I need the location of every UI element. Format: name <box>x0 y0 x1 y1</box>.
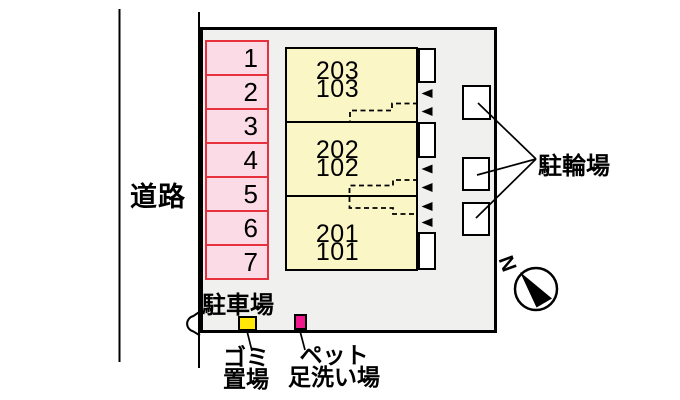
bicycle-parking-box-2 <box>462 157 490 191</box>
pet-footwash-marker <box>294 314 307 330</box>
bicycle-parking-label: 駐輪場 <box>538 153 610 180</box>
parking-space-6: 6 <box>205 210 269 246</box>
parking-space-5: 5 <box>205 176 269 212</box>
parking-space-7: 7 <box>205 244 269 280</box>
parking-spaces: 1 2 3 4 5 6 7 <box>205 40 269 280</box>
bicycle-parking-box-3 <box>462 202 490 236</box>
room-number-lower: 103 <box>315 75 360 103</box>
parking-space-number: 5 <box>243 178 258 209</box>
garbage-area-label: ゴミ 置場 <box>204 344 288 392</box>
parking-space-3: 3 <box>205 108 269 144</box>
boundary-bump <box>186 310 201 337</box>
parking-space-number: 2 <box>243 76 258 107</box>
room-number-lower: 102 <box>315 154 360 182</box>
parking-space-1: 1 <box>205 40 269 76</box>
building-unit-3: 201 101 <box>287 195 416 269</box>
parking-space-number: 6 <box>243 212 258 243</box>
parking-lot-label: 駐車場 <box>202 292 274 319</box>
entrance-porch-3 <box>418 232 436 270</box>
pet-label-line1: ペット <box>299 342 369 368</box>
pet-label-line2: 足洗い場 <box>288 363 380 390</box>
unit-room-numbers: 202 102 <box>315 135 360 182</box>
compass-icon <box>513 266 559 312</box>
unit-room-numbers: 203 103 <box>315 56 360 103</box>
parking-space-number: 3 <box>243 110 258 141</box>
compass-circle <box>513 266 559 312</box>
garbage-label-line1: ゴミ <box>223 344 269 370</box>
parking-space-number: 1 <box>243 42 258 73</box>
road-label: 道路 <box>130 182 186 212</box>
apartment-building: 203 103 202 102 201 101 <box>285 47 418 271</box>
parking-space-number: 4 <box>243 144 258 175</box>
room-number-upper: 202 <box>315 135 360 164</box>
pet-footwash-label: ペット 足洗い場 <box>272 342 396 390</box>
parking-space-4: 4 <box>205 142 269 178</box>
entrance-porch-1 <box>418 48 436 83</box>
room-number-lower: 101 <box>315 238 360 266</box>
compass-needle <box>520 272 552 308</box>
entrance-porch-2 <box>418 122 436 158</box>
bicycle-parking-box-1 <box>462 85 491 120</box>
parking-space-2: 2 <box>205 74 269 110</box>
parking-space-number: 7 <box>243 246 258 277</box>
garbage-label-line2: 置場 <box>223 365 269 392</box>
unit-room-numbers: 201 101 <box>315 219 360 266</box>
garbage-area-marker <box>238 316 257 331</box>
building-unit-2: 202 102 <box>287 121 416 195</box>
room-number-upper: 203 <box>315 56 360 85</box>
building-unit-1: 203 103 <box>287 49 416 121</box>
room-number-upper: 201 <box>315 219 360 248</box>
